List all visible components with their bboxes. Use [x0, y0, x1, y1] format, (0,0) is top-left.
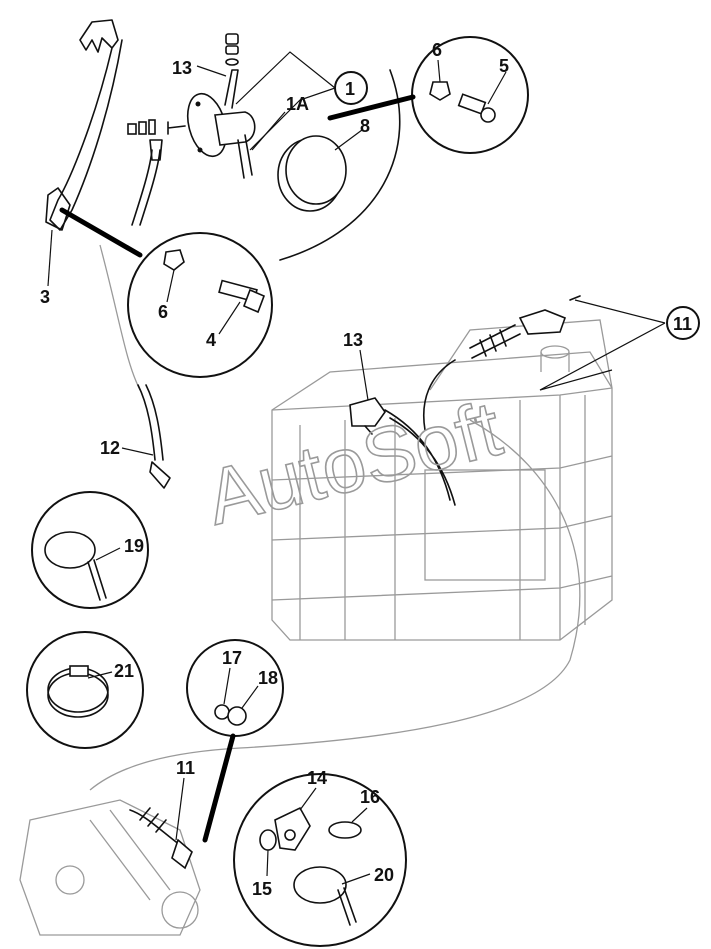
- cable-route: [89, 419, 581, 791]
- label-5: 5: [499, 56, 509, 76]
- label-13-battery: 13: [343, 330, 363, 350]
- cable-route-top: [99, 244, 141, 391]
- callout-17-18: [186, 639, 284, 843]
- leader-lines: [47, 51, 700, 885]
- label-19: 19: [124, 536, 144, 556]
- battery-terminal-11: [423, 295, 581, 431]
- callout-21: [26, 631, 144, 749]
- label-12: 12: [100, 438, 120, 458]
- label-4: 4: [206, 330, 216, 350]
- label-11-battery: 11: [673, 314, 692, 334]
- label-3: 3: [40, 287, 50, 307]
- label-21: 21: [114, 661, 134, 681]
- part-number-labels: 1 1A 3 4 5 6 6 8 11 11 12 13 13 14 15 16…: [40, 40, 692, 899]
- label-16: 16: [360, 787, 380, 807]
- callout-5-6: [327, 36, 529, 154]
- cable-12: [137, 384, 164, 461]
- label-17: 17: [222, 648, 242, 668]
- solenoid-assembly: [167, 33, 256, 179]
- label-13-top: 13: [172, 58, 192, 78]
- starter-motor: [19, 799, 201, 936]
- label-6-top: 6: [432, 40, 442, 60]
- label-20: 20: [374, 865, 394, 885]
- cable-top: [131, 149, 161, 226]
- boot-cover-8: [277, 135, 347, 212]
- label-1: 1: [345, 79, 355, 99]
- label-8: 8: [360, 116, 370, 136]
- callout-19: [31, 491, 149, 609]
- label-15: 15: [252, 879, 272, 899]
- battery-terminal-13: [349, 397, 456, 506]
- callout-4-6: [59, 207, 273, 378]
- label-18: 18: [258, 668, 278, 688]
- bracket-3: [49, 19, 123, 231]
- label-1a: 1A: [286, 94, 309, 114]
- label-6-left: 6: [158, 302, 168, 322]
- callout-14-15-16-20: [233, 773, 407, 947]
- label-14: 14: [307, 768, 327, 788]
- label-11-starter: 11: [176, 758, 195, 778]
- terminal-nuts: [127, 119, 156, 135]
